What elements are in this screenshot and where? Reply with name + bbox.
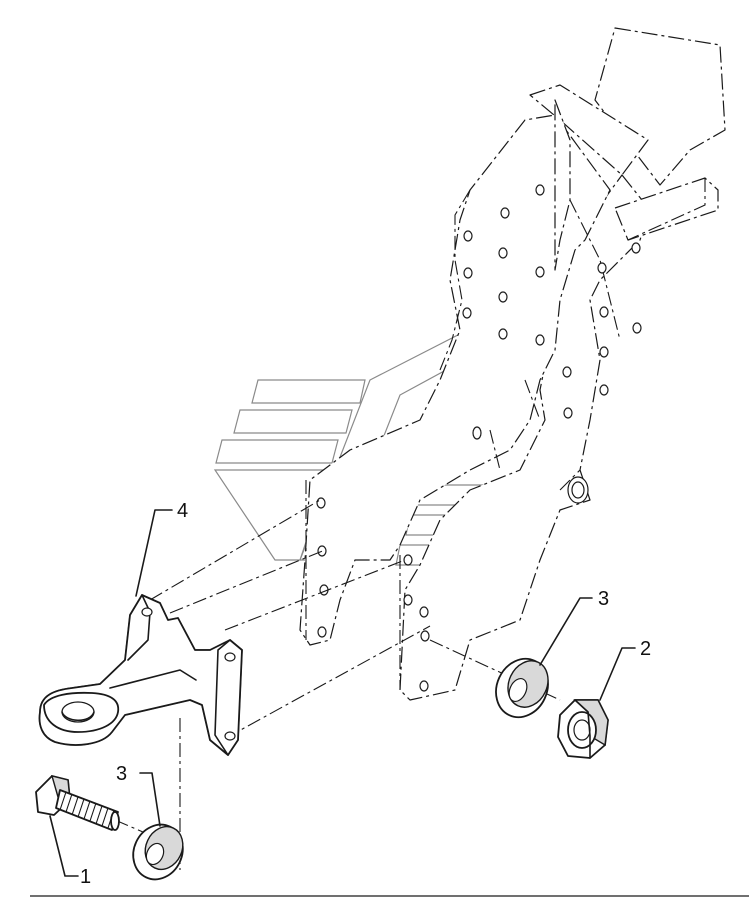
tow-bracket-part-4: [38, 594, 243, 757]
callout-leaders: [49, 509, 636, 877]
hex-nut-part-2: [557, 699, 609, 759]
callout-number-4: 4: [177, 500, 188, 522]
bolt-part-1: [35, 775, 120, 831]
callout-number-3-bolt-side: 3: [116, 763, 127, 785]
callout-number-1: 1: [80, 866, 91, 888]
callout-number-3-nut-side: 3: [598, 588, 609, 610]
washer-part-3-nut-side: [495, 657, 549, 719]
washer-part-3-bolt-side: [132, 823, 184, 881]
frame-rail-phantom: [299, 27, 726, 701]
callout-number-2: 2: [640, 638, 651, 660]
